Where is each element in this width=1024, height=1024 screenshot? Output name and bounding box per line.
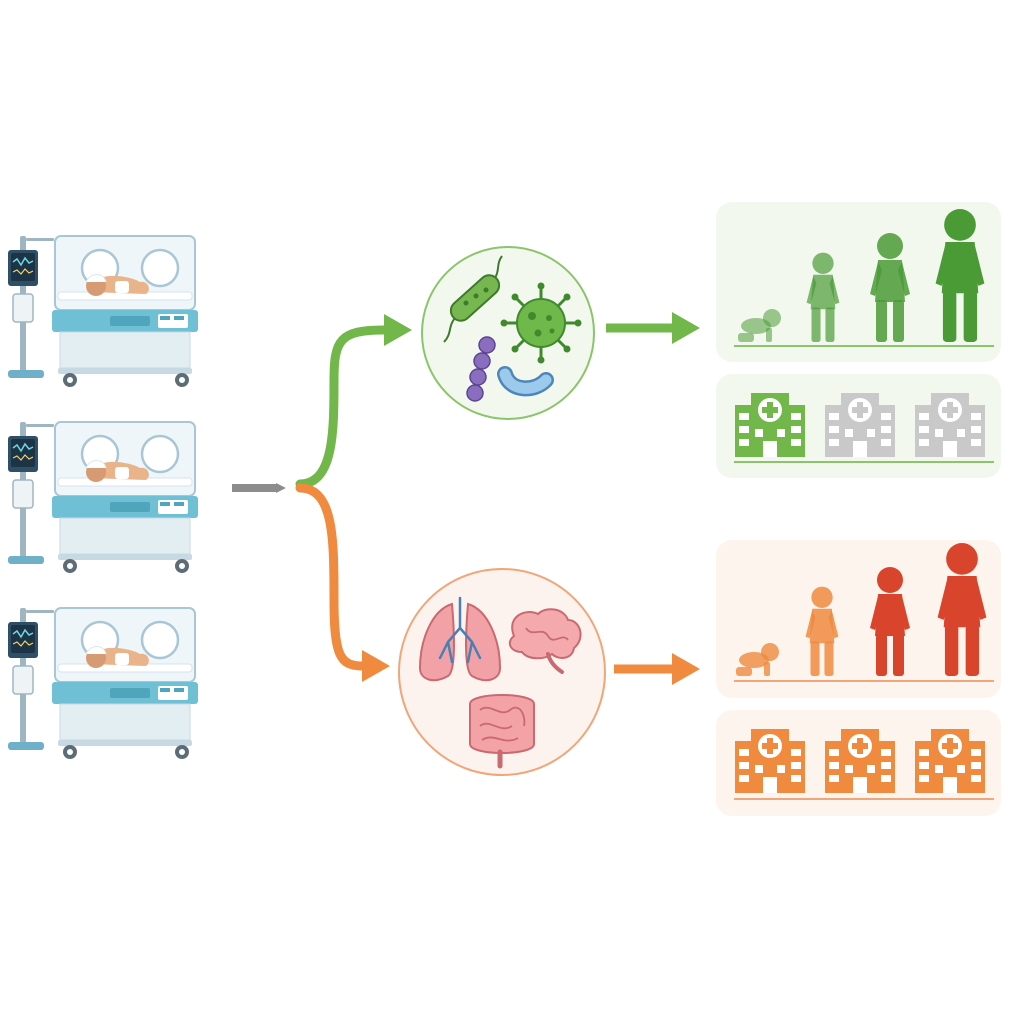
good-hospital-icons — [735, 393, 985, 457]
organ-node — [398, 568, 606, 776]
poor-branch-path — [295, 483, 367, 671]
incubator-icon — [6, 234, 200, 389]
incubator-icon — [6, 420, 200, 575]
intestine-icon — [469, 694, 535, 769]
good-branch-path — [295, 325, 389, 489]
virus-icon — [500, 282, 582, 364]
lungs-icon — [418, 596, 502, 682]
cocci-chain-icon — [466, 336, 496, 402]
microbiome-node — [421, 246, 595, 420]
brain-icon — [508, 608, 582, 674]
poor-growth-panel — [716, 540, 1001, 698]
poor-hospital-icons — [735, 729, 985, 793]
poor-branch-arrowhead — [362, 650, 390, 682]
incubator-icon — [6, 606, 200, 761]
bacterium-icon — [443, 255, 503, 343]
good-branch-arrowhead — [384, 314, 412, 346]
good-growth-panel — [716, 202, 1001, 362]
